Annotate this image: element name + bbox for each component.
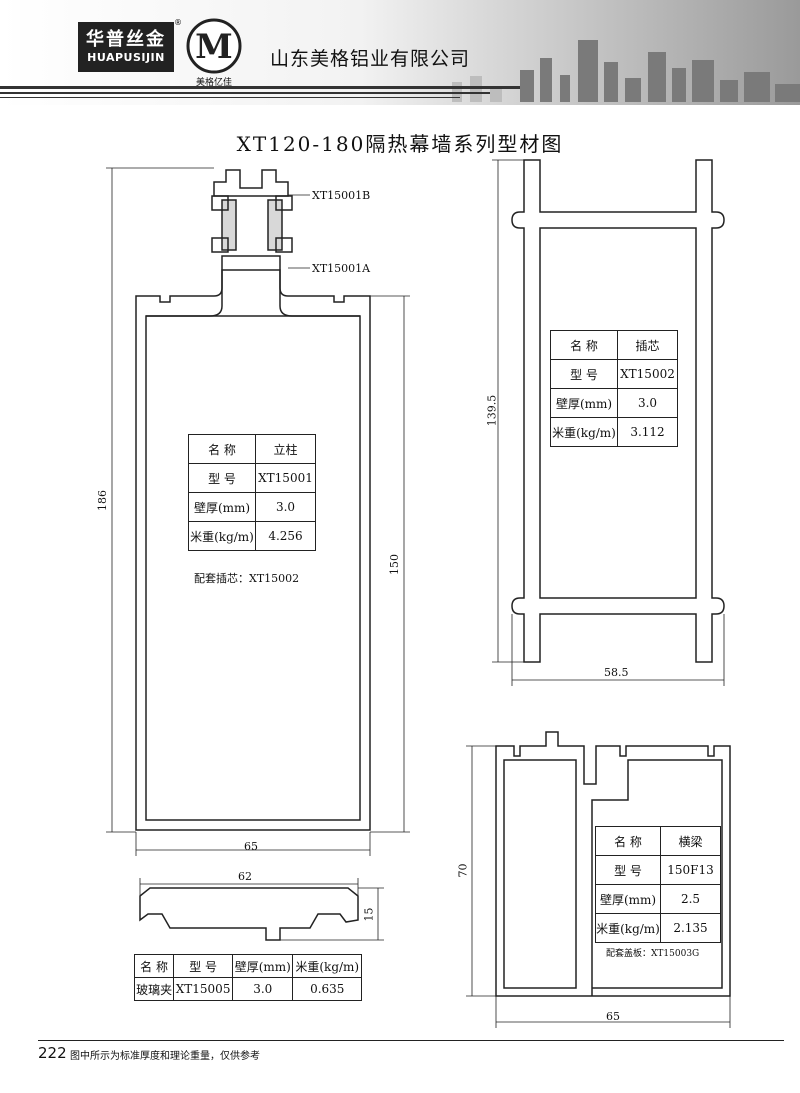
mullion-inner-step xyxy=(146,269,360,317)
table-row: 名 称 型 号 壁厚(mm) 米重(kg/m) xyxy=(133,954,362,978)
footer-divider xyxy=(38,1040,784,1041)
table-cell: 壁厚(mm) xyxy=(550,388,618,418)
table-cell: 3.112 xyxy=(617,417,678,447)
table-row: 壁厚(mm)3.0 xyxy=(188,492,316,522)
page-number: 222 xyxy=(38,1044,67,1062)
clip-spec-table: 名 称 型 号 壁厚(mm) 米重(kg/m) 玻璃夹 XT15005 3.0 … xyxy=(133,954,362,1001)
logo-en-text: HUAPUSIJIN xyxy=(87,51,165,64)
table-cell: 4.256 xyxy=(255,521,316,551)
table-cell: 壁厚(mm) xyxy=(188,492,256,522)
table-cell: 横梁 xyxy=(660,826,721,856)
dim-clip-height: 15 xyxy=(362,907,376,922)
table-cell: 插芯 xyxy=(617,330,678,360)
table-cell: XT15001 xyxy=(255,463,316,493)
mullion-profile xyxy=(135,255,371,831)
m-logo-letter: M xyxy=(195,27,233,67)
table-row: 名 称立柱 xyxy=(188,434,316,464)
table-row: 米重(kg/m)4.256 xyxy=(188,521,316,551)
thermal-break-a xyxy=(211,195,293,253)
table-row: 名 称横梁 xyxy=(595,826,721,856)
table-cell: 0.635 xyxy=(292,977,362,1001)
label-xt15001a: XT15001A xyxy=(312,262,371,275)
thermal-break-b xyxy=(213,169,289,197)
dim-insert-height: 139.5 xyxy=(485,394,499,427)
table-header-cell: 米重(kg/m) xyxy=(292,954,362,978)
table-cell: 3.0 xyxy=(232,977,294,1001)
company-name: 山东美格铝业有限公司 xyxy=(270,48,471,70)
table-cell: 2.135 xyxy=(660,913,721,943)
header-stripe xyxy=(0,86,520,89)
page-title: XT120-180隔热幕墙系列型材图 xyxy=(236,132,564,156)
transom-profile xyxy=(495,731,731,997)
table-row: 名 称插芯 xyxy=(550,330,678,360)
table-cell: 2.5 xyxy=(660,884,721,914)
dim-mullion-width: 65 xyxy=(244,840,258,853)
transom-cover-note: 配套盖板：XT15003G xyxy=(606,949,700,959)
registered-mark: ® xyxy=(174,18,182,27)
table-cell: 米重(kg/m) xyxy=(595,913,661,943)
table-cell: 名 称 xyxy=(550,330,618,360)
table-cell: 型 号 xyxy=(550,359,618,389)
table-cell: 米重(kg/m) xyxy=(188,521,256,551)
huapusijin-logo: 华普丝金 HUAPUSIJIN xyxy=(78,22,174,72)
footer-note: 图中所示为标准厚度和理论重量，仅供参考 xyxy=(70,1051,260,1062)
table-cell: XT15002 xyxy=(617,359,678,389)
table-cell: 3.0 xyxy=(255,492,316,522)
table-cell: 壁厚(mm) xyxy=(595,884,661,914)
mullion-insert-note: 配套插芯：XT15002 xyxy=(194,572,300,585)
dim-mullion-height: 186 xyxy=(96,490,109,511)
table-cell: XT15005 xyxy=(173,977,234,1001)
table-cell: 3.0 xyxy=(617,388,678,418)
table-cell: 名 称 xyxy=(595,826,661,856)
header-stripe xyxy=(0,97,460,98)
m-logo-subtitle: 美格亿佳 xyxy=(195,78,232,88)
thermal-strip-left xyxy=(221,199,237,251)
insert-profile xyxy=(511,159,725,663)
dim-insert-width: 58.5 xyxy=(604,666,629,679)
table-cell: 玻璃夹 xyxy=(133,977,175,1001)
table-row: 玻璃夹 XT15005 3.0 0.635 xyxy=(133,977,362,1001)
header-stripe xyxy=(0,92,490,94)
dim-mullion-inner: 150 xyxy=(388,554,401,575)
dim-clip-width: 62 xyxy=(238,870,252,883)
table-row: 壁厚(mm)2.5 xyxy=(595,884,721,914)
table-cell: 型 号 xyxy=(188,463,256,493)
thermal-strip-right xyxy=(267,199,283,251)
transom-left-chamber xyxy=(503,759,577,989)
insert-inner xyxy=(539,227,697,599)
table-row: 米重(kg/m)3.112 xyxy=(550,417,678,447)
meige-m-logo-icon: M xyxy=(186,18,242,74)
table-cell: 立柱 xyxy=(255,434,316,464)
table-row: 壁厚(mm)3.0 xyxy=(550,388,678,418)
dim-transom-width: 65 xyxy=(606,1010,620,1023)
table-cell: 150F13 xyxy=(660,855,721,885)
table-cell: 名 称 xyxy=(188,434,256,464)
label-xt15001b: XT15001B xyxy=(312,189,371,202)
transom-right-chamber xyxy=(591,759,723,996)
clip-profile xyxy=(139,887,359,941)
table-header-cell: 壁厚(mm) xyxy=(232,954,294,978)
table-header-cell: 型 号 xyxy=(173,954,234,978)
table-cell: 型 号 xyxy=(595,855,661,885)
table-header-cell: 名 称 xyxy=(133,954,175,978)
logo-cn-text: 华普丝金 xyxy=(86,29,166,50)
table-row: 米重(kg/m)2.135 xyxy=(595,913,721,943)
page-header: 华普丝金 HUAPUSIJIN ® M 美格亿佳 山东美格铝业有限公司 xyxy=(0,0,800,105)
mullion-inner-chamber xyxy=(145,315,361,821)
dim-transom-height: 70 xyxy=(456,863,470,878)
table-cell: 米重(kg/m) xyxy=(550,417,618,447)
